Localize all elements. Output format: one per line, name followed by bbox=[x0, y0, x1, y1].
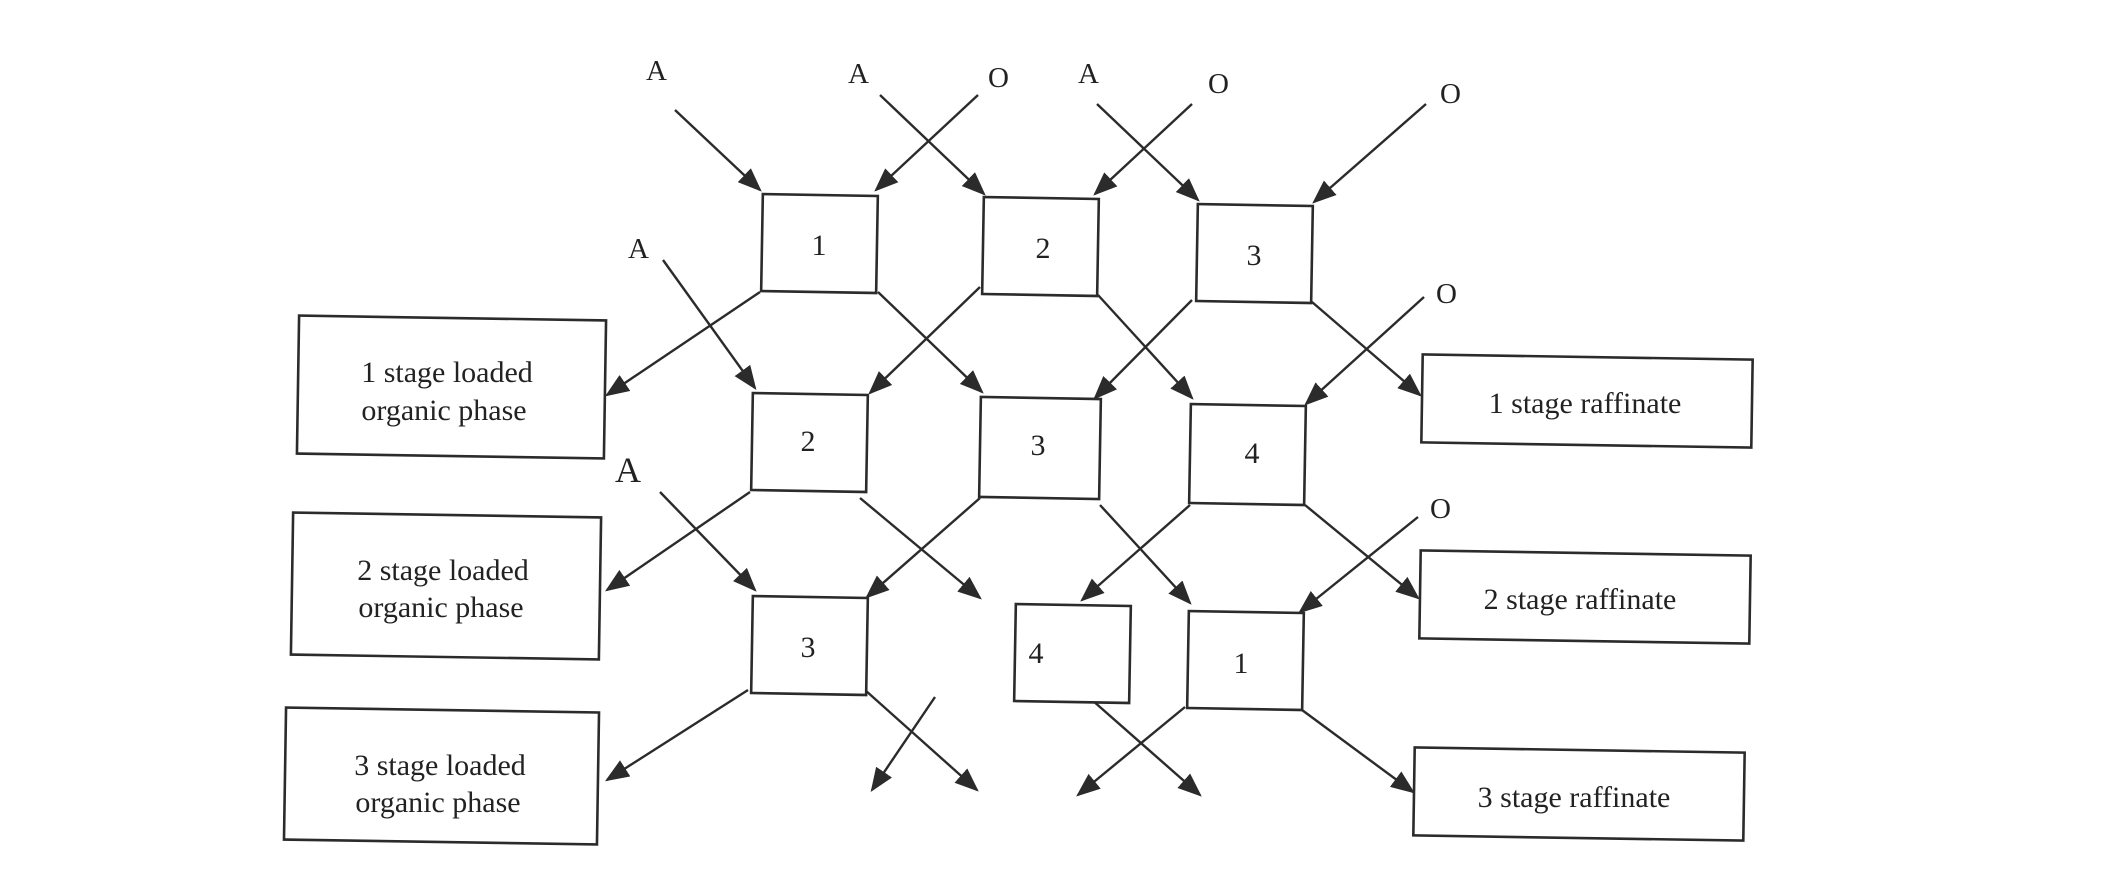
raffinate-label: 3 stage raffinate bbox=[1478, 781, 1671, 814]
aqueous-transfer-arrow bbox=[877, 291, 984, 394]
organic-feed-label: O bbox=[1208, 68, 1229, 100]
stage-number: 3 bbox=[801, 631, 816, 664]
aqueous-feed-arrow bbox=[879, 94, 986, 196]
stage-box-r1c2: 2 bbox=[980, 195, 1101, 298]
loaded-organic-label-line2: organic phase bbox=[361, 394, 526, 427]
raffinate-out-arrow bbox=[1311, 301, 1422, 397]
organic-feed-label: O bbox=[1440, 78, 1461, 110]
stage-box-r3c2: 4 bbox=[1012, 602, 1133, 705]
raffinate-outputs: 1 stage raffinate 2 stage raffinate 3 st… bbox=[1412, 353, 1754, 842]
loaded-organic-box-2: 2 stage loaded organic phase bbox=[289, 511, 603, 661]
loaded-organic-box-1: 1 stage loaded organic phase bbox=[295, 314, 608, 460]
raffinate-label: 2 stage raffinate bbox=[1484, 583, 1677, 616]
organic-transfer-arrow bbox=[865, 497, 981, 599]
loaded-organic-box-3: 3 stage loaded organic phase bbox=[282, 706, 601, 846]
raffinate-box-1: 1 stage raffinate bbox=[1420, 353, 1754, 449]
organic-feed-arrow bbox=[1304, 296, 1425, 406]
raffinate-label: 1 stage raffinate bbox=[1489, 387, 1682, 420]
organic-feed-label: O bbox=[1436, 278, 1457, 310]
aqueous-feed-arrow bbox=[674, 109, 762, 192]
stage-box-r2c3: 4 bbox=[1187, 402, 1308, 507]
stage-box-r1c1: 1 bbox=[759, 192, 880, 295]
organic-out-arrow bbox=[1076, 706, 1186, 797]
aqueous-feed-label: A bbox=[628, 233, 649, 265]
loaded-organic-label-line1: 3 stage loaded bbox=[354, 749, 526, 782]
organic-transfer-arrow bbox=[1080, 504, 1191, 602]
stage-number: 2 bbox=[801, 425, 816, 458]
aqueous-feed-label: A bbox=[1078, 58, 1099, 90]
organic-feed-label: O bbox=[988, 62, 1009, 94]
stage-box-r2c2: 3 bbox=[977, 395, 1103, 501]
aqueous-out-arrow bbox=[864, 689, 979, 792]
aqueous-feed-arrow bbox=[659, 491, 757, 592]
raffinate-box-2: 2 stage raffinate bbox=[1418, 549, 1752, 645]
aqueous-feed-arrow bbox=[662, 259, 757, 390]
organic-out-arrow bbox=[604, 688, 749, 782]
loaded-organic-label-line1: 1 stage loaded bbox=[361, 356, 533, 389]
aqueous-feed-arrow bbox=[1096, 103, 1200, 202]
stage-box-r2c1: 2 bbox=[749, 391, 870, 494]
organic-feed-arrow bbox=[1312, 103, 1427, 204]
loaded-organic-label-line2: organic phase bbox=[355, 786, 520, 819]
aqueous-feed-label: A bbox=[615, 450, 641, 490]
organic-out-arrow bbox=[605, 291, 761, 397]
aqueous-transfer-arrow bbox=[859, 497, 982, 600]
aqueous-feed-label: A bbox=[848, 58, 869, 90]
stage-number: 2 bbox=[1036, 232, 1051, 265]
organic-feed-label: O bbox=[1430, 493, 1451, 525]
stage-box-r3c1: 3 bbox=[749, 594, 870, 697]
loaded-organic-label-line2: organic phase bbox=[358, 591, 523, 624]
raffinate-box-3: 3 stage raffinate bbox=[1412, 746, 1746, 842]
organic-out-arrow bbox=[605, 491, 751, 592]
organic-out-arrow bbox=[870, 696, 936, 792]
stage-grid: 1 2 3 2 3 4 3 4 bbox=[749, 192, 1315, 712]
stage-number: 1 bbox=[1234, 647, 1249, 680]
loaded-organic-label-line1: 2 stage loaded bbox=[357, 554, 529, 587]
stage-number: 3 bbox=[1247, 239, 1262, 272]
stage-number: 4 bbox=[1029, 637, 1044, 670]
organic-feed-arrow bbox=[1298, 516, 1419, 614]
feed-labels: A A A A A O O O O O bbox=[615, 55, 1461, 525]
organic-transfer-arrow bbox=[868, 286, 981, 395]
organic-feed-arrow bbox=[874, 94, 979, 192]
stage-number: 1 bbox=[812, 229, 827, 262]
stage-number: 3 bbox=[1031, 429, 1046, 462]
stage-box-r3c3: 1 bbox=[1185, 609, 1306, 712]
stage-number: 4 bbox=[1245, 437, 1260, 470]
organic-transfer-arrow bbox=[1093, 299, 1193, 400]
aqueous-transfer-arrow bbox=[1099, 504, 1192, 605]
flow-arrows bbox=[604, 94, 1427, 797]
aqueous-feed-label: A bbox=[646, 55, 667, 87]
aqueous-out-arrow bbox=[1091, 699, 1202, 797]
loaded-organic-outputs: 1 stage loaded organic phase 2 stage loa… bbox=[282, 314, 608, 846]
stage-box-r1c3: 3 bbox=[1194, 202, 1315, 305]
raffinate-out-arrow bbox=[1301, 709, 1415, 794]
raffinate-out-arrow bbox=[1304, 504, 1420, 600]
